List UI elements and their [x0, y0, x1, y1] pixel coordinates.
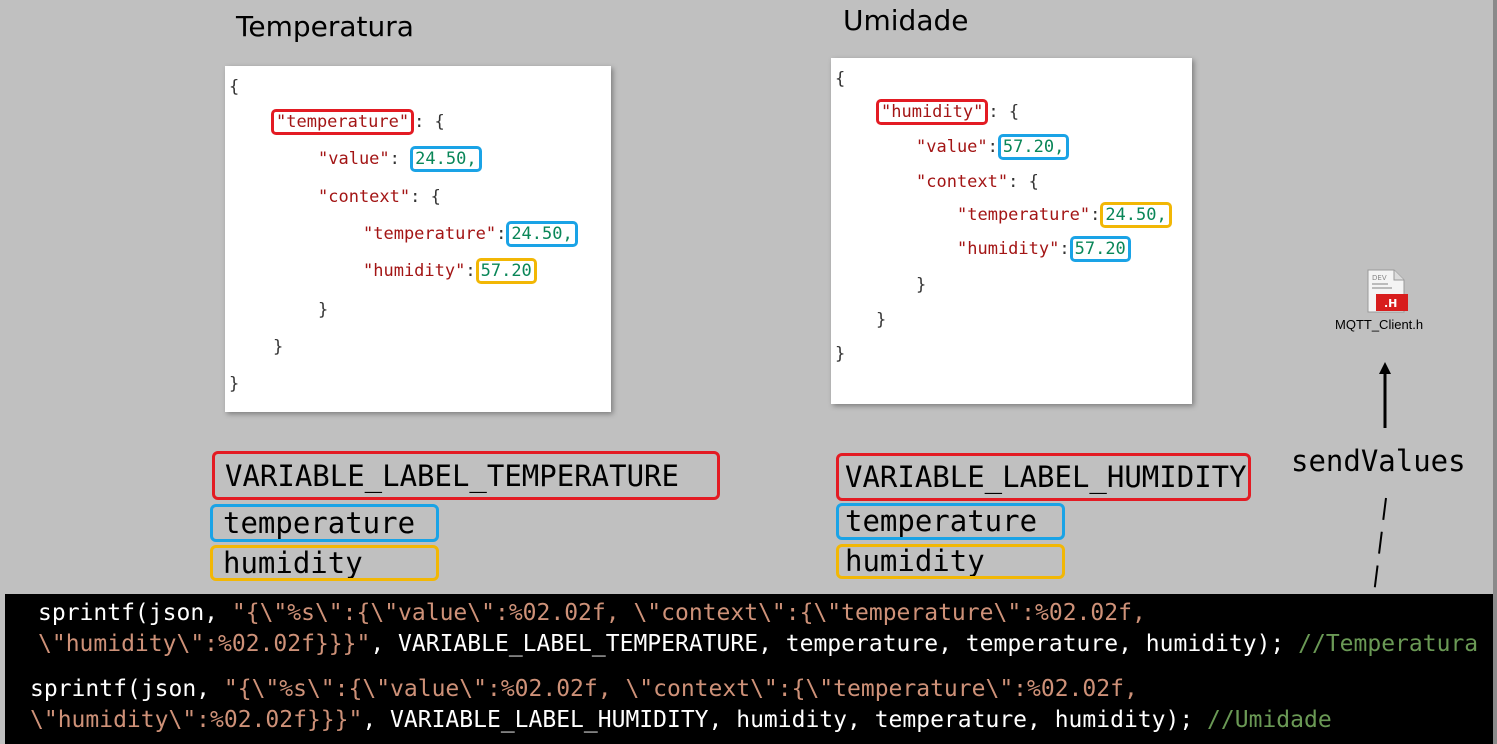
json-line-context: "context": {	[318, 187, 441, 207]
json-close-inner: }	[916, 275, 927, 295]
dashed-connector	[1373, 497, 1387, 595]
code-block: sprintf(json, "{\"%s\":{\"value\":%02.02…	[5, 594, 1493, 744]
code-line-1a: sprintf(json, "{\"%s\":{\"value\":%02.02…	[38, 600, 1146, 626]
comment-umidade: //Umidade	[1207, 707, 1332, 733]
json-line-main-key: "temperature": {	[271, 109, 445, 135]
json-close-outer: }	[229, 374, 240, 394]
humidity-key-highlight: "humidity"	[876, 99, 989, 125]
json-line-value: "value": 24.50,	[318, 146, 482, 172]
umidade-json-panel: { "humidity": { "value":57.20, "context"…	[831, 58, 1192, 404]
json-close-mid: }	[876, 310, 887, 330]
value-number-highlight: 57.20,	[997, 134, 1070, 160]
file-badge-text: .H	[1384, 297, 1397, 310]
json-close-inner: }	[318, 300, 329, 320]
file-name-label[interactable]: MQTT_Client.h	[1335, 317, 1424, 332]
umidade-label-box: VARIABLE_LABEL_HUMIDITY	[836, 453, 1251, 501]
code-line-1b: \"humidity\":%02.02f}}}", VARIABLE_LABEL…	[38, 631, 1479, 657]
json-open-brace: {	[835, 69, 846, 89]
right-edge-bar	[1493, 0, 1497, 744]
svg-text:DEV: DEV	[1372, 274, 1387, 282]
json-close-mid: }	[273, 337, 284, 357]
temperatura-value-box: temperature	[210, 504, 439, 542]
json-line-context-humidity: "humidity":57.20	[957, 236, 1131, 262]
json-line-context-humidity: "humidity":57.20	[363, 258, 537, 284]
context-humidity-highlight: 57.20	[475, 258, 537, 284]
json-line-value: "value":57.20,	[916, 134, 1070, 160]
send-values-label: sendValues	[1291, 444, 1466, 478]
header-file-icon[interactable]: DEV .H	[1364, 268, 1410, 314]
temperature-key-highlight: "temperature"	[271, 109, 415, 135]
umidade-context-box: humidity	[836, 544, 1065, 579]
context-temperature-highlight: 24.50,	[1100, 202, 1172, 228]
json-line-context-temperature: "temperature":24.50,	[957, 202, 1172, 228]
temperatura-context-box: humidity	[210, 545, 439, 581]
json-open-brace: {	[229, 77, 240, 97]
code-line-2a: sprintf(json, "{\"%s\":{\"value\":%02.02…	[30, 676, 1138, 702]
up-arrow	[1379, 362, 1391, 428]
json-line-main-key: "humidity": {	[876, 99, 1019, 125]
json-line-context-temperature: "temperature":24.50,	[363, 221, 578, 247]
temperatura-json-panel: { "temperature": { "value": 24.50, "cont…	[225, 66, 611, 412]
json-close-outer: }	[835, 344, 846, 364]
context-humidity-highlight: 57.20	[1069, 236, 1131, 262]
code-line-2b: \"humidity\":%02.02f}}}", VARIABLE_LABEL…	[30, 707, 1332, 733]
temperatura-label-box: VARIABLE_LABEL_TEMPERATURE	[212, 451, 720, 500]
temperatura-title: Temperatura	[236, 10, 414, 43]
json-line-context: "context": {	[916, 172, 1039, 192]
value-number-highlight: 24.50,	[410, 146, 482, 172]
umidade-title: Umidade	[843, 4, 969, 37]
umidade-value-box: temperature	[836, 503, 1065, 540]
context-temperature-highlight: 24.50,	[506, 221, 578, 247]
comment-temperatura: //Temperatura	[1298, 631, 1479, 657]
